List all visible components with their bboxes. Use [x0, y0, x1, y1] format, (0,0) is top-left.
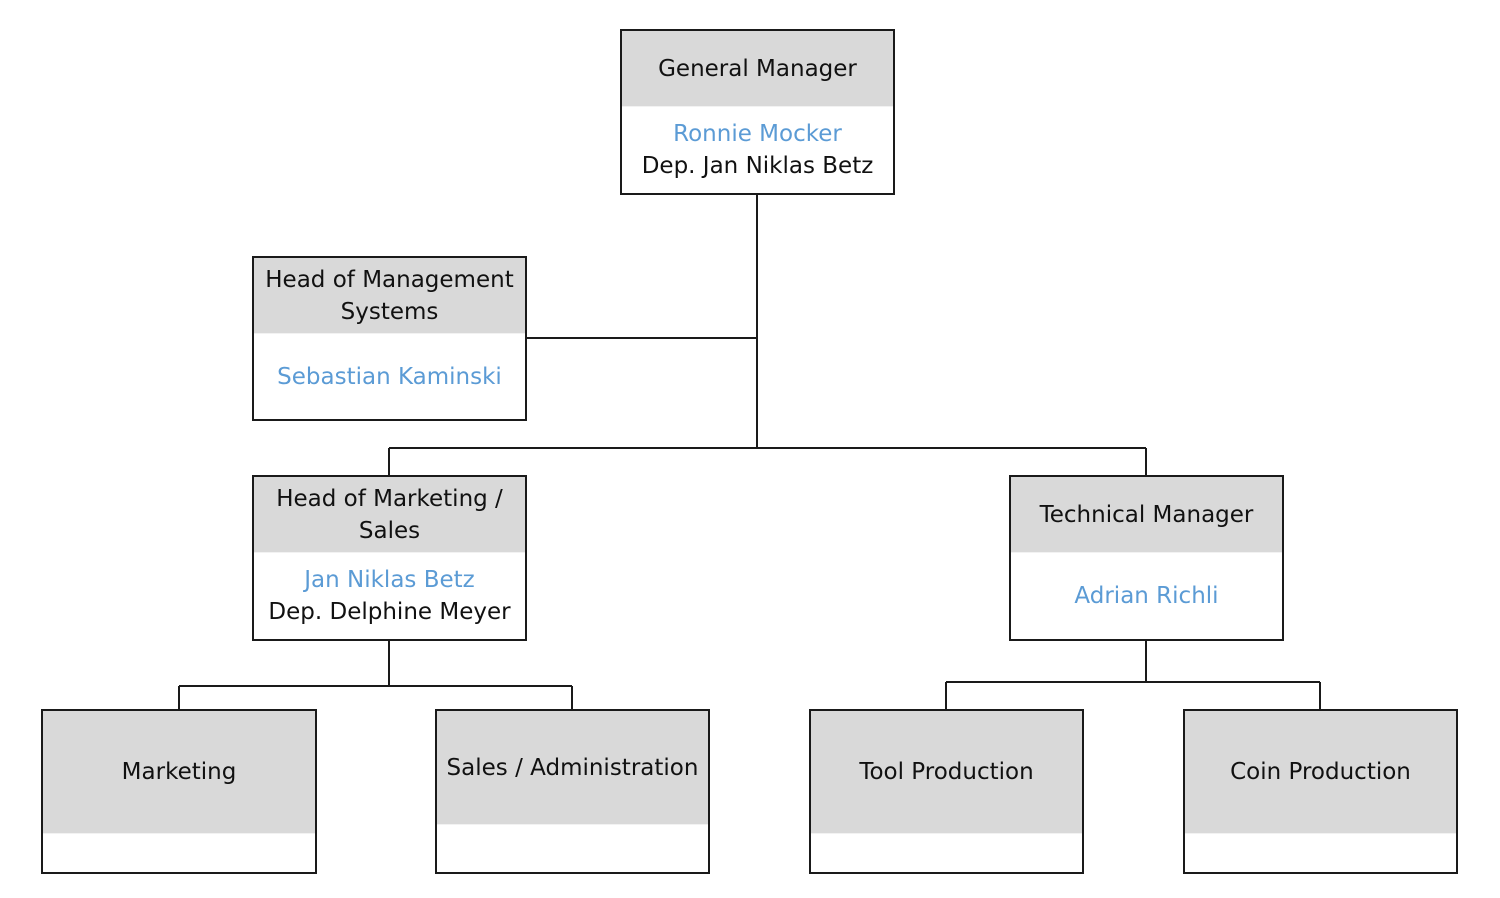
- tool-production-title: Tool Production: [811, 711, 1082, 833]
- head-marketing-sales-body: Jan Niklas Betz Dep. Delphine Meyer: [254, 552, 525, 639]
- technical-manager-box: Technical Manager Adrian Richli: [1009, 475, 1284, 641]
- head-management-systems-box: Head of Management Systems Sebastian Kam…: [252, 256, 527, 421]
- marketing-box: Marketing: [41, 709, 317, 874]
- marketing-title: Marketing: [43, 711, 315, 833]
- head-management-systems-name: Sebastian Kaminski: [277, 363, 502, 390]
- technical-manager-body: Adrian Richli: [1011, 552, 1282, 639]
- technical-manager-title: Technical Manager: [1011, 477, 1282, 552]
- head-marketing-sales-title: Head of Marketing / Sales: [254, 477, 525, 552]
- general-manager-box: General Manager Ronnie Mocker Dep. Jan N…: [620, 29, 895, 195]
- head-management-systems-body: Sebastian Kaminski: [254, 333, 525, 419]
- coin-production-body: [1185, 833, 1456, 872]
- general-manager-body: Ronnie Mocker Dep. Jan Niklas Betz: [622, 106, 893, 193]
- general-manager-title: General Manager: [622, 31, 893, 106]
- sales-administration-body: [437, 824, 708, 872]
- coin-production-title: Coin Production: [1185, 711, 1456, 833]
- tool-production-box: Tool Production: [809, 709, 1084, 874]
- technical-manager-name: Adrian Richli: [1074, 583, 1219, 609]
- general-manager-deputy: Dep. Jan Niklas Betz: [641, 153, 874, 179]
- tool-production-body: [811, 833, 1082, 872]
- marketing-body: [43, 833, 315, 872]
- coin-production-box: Coin Production: [1183, 709, 1458, 874]
- head-marketing-sales-deputy: Dep. Delphine Meyer: [268, 599, 511, 625]
- general-manager-name: Ronnie Mocker: [673, 121, 842, 147]
- sales-administration-title: Sales / Administration: [437, 711, 708, 824]
- head-marketing-sales-box: Head of Marketing / Sales Jan Niklas Bet…: [252, 475, 527, 641]
- head-marketing-sales-name: Jan Niklas Betz: [304, 567, 475, 593]
- head-management-systems-title: Head of Management Systems: [254, 258, 525, 333]
- sales-administration-box: Sales / Administration: [435, 709, 710, 874]
